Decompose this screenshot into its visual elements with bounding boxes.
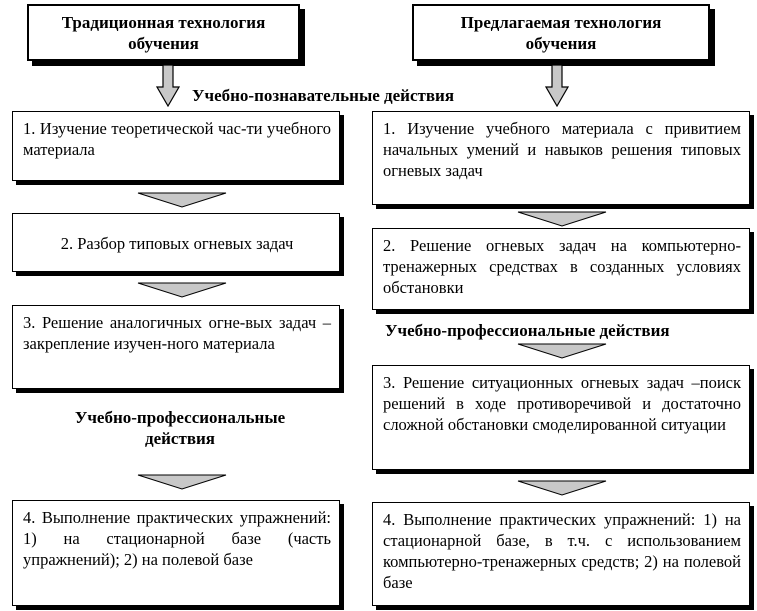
left-header: Традиционная технология обучения xyxy=(27,4,300,61)
right-step-4: 4. Выполнение практических упражнений: 1… xyxy=(372,502,750,606)
left-section-label-professional: Учебно-профессиональные действия xyxy=(30,407,330,449)
right-header-line2: обучения xyxy=(525,33,597,53)
left-step-1: 1. Изучение теоретической час-ти учебног… xyxy=(12,111,340,181)
right-step-2: 2. Решение огневых задач на компьютерно-… xyxy=(372,228,750,310)
left-triangle-arrow-2-icon xyxy=(137,282,227,298)
left-step-2: 2. Разбор типовых огневых задач xyxy=(12,213,340,272)
right-header: Предлагаемая технология обучения xyxy=(412,4,710,61)
left-header-line2: обучения xyxy=(128,33,199,53)
left-down-arrow-icon xyxy=(156,65,180,107)
right-header-line1: Предлагаемая технология xyxy=(460,12,662,32)
right-step-3: 3. Решение ситуационных огневых задач –п… xyxy=(372,365,750,470)
left-step-3: 3. Решение аналогичных огне-вых задач – … xyxy=(12,305,340,389)
right-triangle-arrow-3-icon xyxy=(517,480,607,496)
left-triangle-arrow-3-icon xyxy=(137,474,227,490)
left-section-line2: действия xyxy=(144,429,215,448)
right-triangle-arrow-1-icon xyxy=(517,211,607,227)
left-section-line1: Учебно-профессиональные xyxy=(74,408,286,427)
right-triangle-arrow-2-icon xyxy=(517,343,607,359)
right-step-1: 1. Изучение учебного материала с привити… xyxy=(372,111,750,205)
section-label-cognitive: Учебно-познавательные действия xyxy=(192,86,455,105)
left-step-4: 4. Выполнение практических упражнений: 1… xyxy=(12,500,340,606)
left-header-line1: Традиционная технология xyxy=(61,12,266,32)
right-section-label-professional: Учебно-профессиональные действия xyxy=(385,321,670,340)
right-down-arrow-icon xyxy=(545,65,569,107)
left-triangle-arrow-1-icon xyxy=(137,192,227,208)
